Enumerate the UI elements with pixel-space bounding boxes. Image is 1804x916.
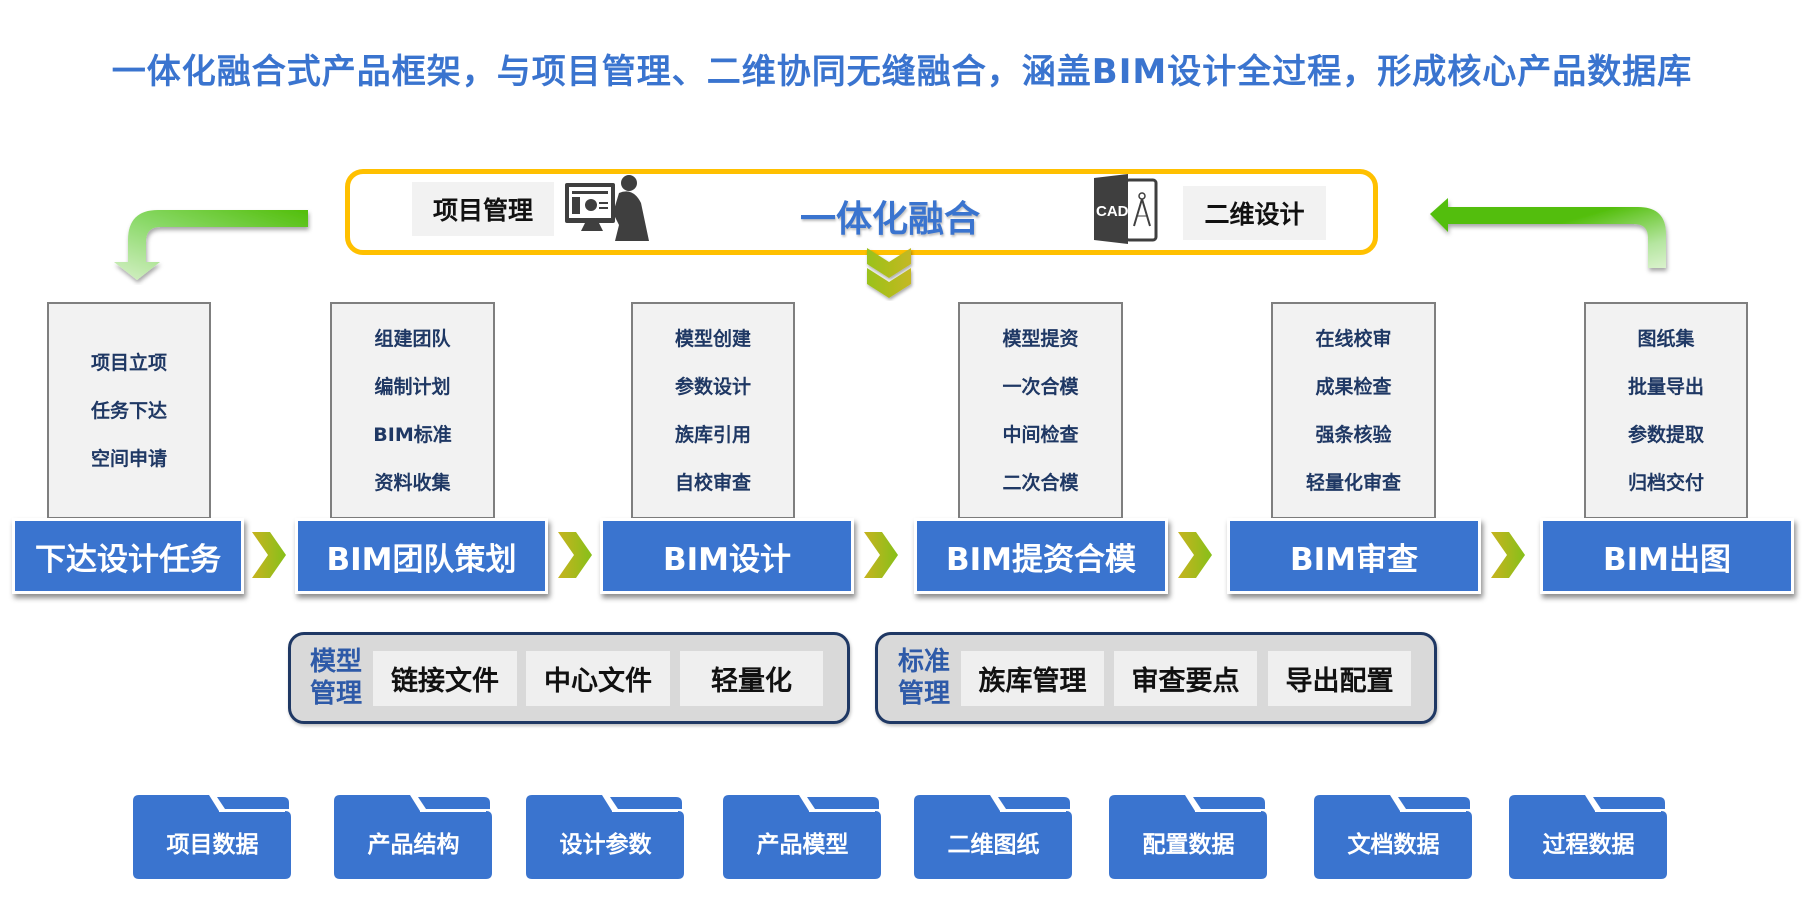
stage-detail-box: 模型创建 参数设计 族库引用 自校审查 [631, 302, 795, 519]
standard-management-title: 标准 管理 [898, 647, 951, 709]
stage-item: 一次合模 [1002, 375, 1079, 398]
stage-item: 二次合模 [1002, 471, 1079, 494]
stage-item: 成果检查 [1315, 375, 1392, 398]
link-file-item[interactable]: 链接文件 [373, 651, 517, 706]
page-title: 一体化融合式产品框架，与项目管理、二维协同无缝融合，涵盖BIM设计全过程，形成核… [111, 52, 1693, 92]
folder-label: 项目数据 [166, 832, 259, 858]
project-management-chip: 项目管理 [412, 182, 554, 236]
stage-detail-box: 模型提资 一次合模 中间检查 二次合模 [958, 302, 1123, 519]
stage-button-submit-merge[interactable]: BIM提资合模 [914, 518, 1168, 594]
loop-arrow-right-icon [1430, 198, 1666, 268]
chevron-right-icon [1491, 532, 1525, 578]
model-management-title: 模型 管理 [310, 647, 363, 709]
folder-icon [334, 795, 492, 879]
folder-label: 配置数据 [1142, 832, 1235, 858]
export-config-item[interactable]: 导出配置 [1268, 651, 1411, 706]
stage-button-bim-drawing[interactable]: BIM出图 [1540, 518, 1794, 594]
stage-item: 参数设计 [674, 375, 751, 398]
stage-item: 图纸集 [1637, 327, 1695, 350]
stage-item: BIM标准 [373, 423, 452, 446]
chevron-right-icon [558, 532, 592, 578]
stage-button-bim-review[interactable]: BIM审查 [1227, 518, 1481, 594]
folder-icon [133, 795, 291, 879]
loop-arrow-left-icon [114, 210, 308, 280]
stage-item: 编制计划 [374, 375, 451, 398]
stage-item: 项目立项 [90, 351, 167, 374]
review-points-item[interactable]: 审查要点 [1114, 651, 1257, 706]
stage-item: 族库引用 [674, 423, 751, 446]
stage-item: 组建团队 [374, 327, 451, 350]
stage-item: 轻量化审查 [1305, 471, 1401, 494]
chevron-right-icon [252, 532, 286, 578]
stage-item: 在线校审 [1315, 327, 1392, 350]
stage-button-task-assign[interactable]: 下达设计任务 [12, 518, 244, 594]
stage-button-team-planning[interactable]: BIM团队策划 [295, 518, 548, 594]
family-library-item[interactable]: 族库管理 [961, 651, 1104, 706]
chevron-right-icon [1178, 532, 1212, 578]
stage-item: 任务下达 [90, 399, 167, 422]
lightweight-item[interactable]: 轻量化 [680, 651, 823, 706]
stage-item: 空间申请 [90, 447, 167, 470]
stage-item: 模型提资 [1002, 327, 1079, 350]
down-chevron-icon [867, 248, 911, 298]
folder-label: 文档数据 [1347, 832, 1440, 858]
stage-item: 模型创建 [674, 327, 751, 350]
database-folder[interactable]: 产品结构 [334, 795, 493, 880]
folder-icon [526, 795, 684, 879]
stage-detail-box: 组建团队 编制计划 BIM标准 资料收集 [330, 302, 495, 519]
database-folder[interactable]: 产品模型 [723, 795, 882, 880]
person-at-computer-icon [565, 175, 649, 241]
folder-icon [914, 795, 1072, 879]
folder-label: 设计参数 [559, 832, 652, 858]
stage-item: 批量导出 [1627, 375, 1704, 398]
folder-icon [1109, 795, 1267, 879]
folder-label: 二维图纸 [947, 832, 1040, 858]
stage-item: 自校审查 [674, 471, 751, 494]
central-file-item[interactable]: 中心文件 [526, 651, 670, 706]
stage-button-bim-design[interactable]: BIM设计 [600, 518, 854, 594]
folder-label: 过程数据 [1542, 832, 1635, 858]
2d-design-chip: 二维设计 [1183, 186, 1326, 240]
stage-item: 归档交付 [1627, 471, 1704, 494]
folder-label: 产品结构 [367, 832, 460, 858]
stage-detail-box: 项目立项 任务下达 空间申请 [47, 302, 211, 519]
database-folder[interactable]: 项目数据 [133, 795, 292, 880]
folder-icon [1509, 795, 1667, 879]
chevron-right-icon [864, 532, 898, 578]
stage-detail-box: 图纸集 批量导出 参数提取 归档交付 [1584, 302, 1748, 519]
database-folder[interactable]: 二维图纸 [914, 795, 1073, 880]
database-folder[interactable]: 设计参数 [526, 795, 685, 880]
database-folder[interactable]: 文档数据 [1314, 795, 1473, 880]
database-folder[interactable]: 过程数据 [1509, 795, 1668, 880]
stage-item: 资料收集 [374, 471, 451, 494]
folder-label: 产品模型 [756, 832, 849, 858]
folder-icon [1314, 795, 1472, 879]
stage-detail-box: 在线校审 成果检查 强条核验 轻量化审查 [1271, 302, 1436, 519]
cad-file-icon: CAD [1094, 174, 1158, 244]
database-folder[interactable]: 配置数据 [1109, 795, 1268, 880]
integration-label: 一体化融合 [799, 199, 980, 240]
stage-item: 参数提取 [1627, 423, 1704, 446]
cad-icon-text: CAD [1096, 203, 1129, 220]
stage-item: 中间检查 [1002, 423, 1079, 446]
stage-item: 强条核验 [1315, 423, 1392, 446]
folder-icon [723, 795, 881, 879]
